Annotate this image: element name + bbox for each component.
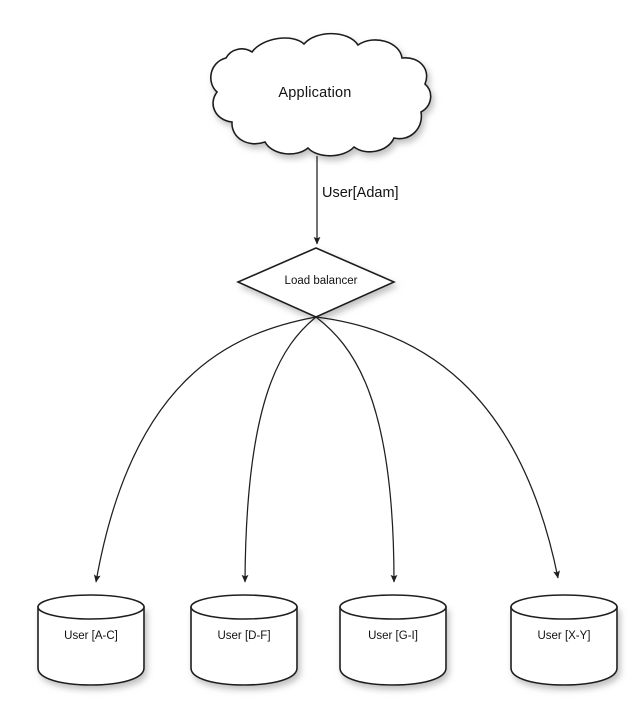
cloud-node-application[interactable] — [209, 32, 432, 157]
edge-balancer-to-db-2-path — [241, 316, 317, 583]
cylinder-label-db-2: User [D-F] — [217, 630, 271, 642]
edge-balancer-to-db-2 — [241, 316, 317, 583]
edge-balancer-to-db-4-path — [315, 316, 560, 579]
edge-balancer-to-db-1 — [93, 316, 317, 583]
cylinder-label-db-1: User [A-C] — [64, 630, 118, 642]
cylinder-label-db-3: User [G-I] — [368, 630, 418, 642]
edge-balancer-to-db-3-path — [315, 316, 398, 583]
cylinder-node-db-4[interactable] — [510, 594, 618, 686]
edge-balancer-to-db-3 — [315, 316, 398, 583]
cylinder-node-db-1[interactable] — [37, 594, 145, 686]
edge-balancer-to-db-1-path — [93, 316, 317, 583]
cylinder-label-db-4: User [X-Y] — [537, 630, 591, 642]
cylinder-node-db-2[interactable] — [190, 594, 298, 686]
cylinder-node-db-3[interactable] — [339, 594, 447, 686]
edge-balancer-to-db-4 — [315, 316, 560, 579]
cloud-label-application: Application — [278, 85, 352, 101]
diamond-label-load-balancer: Load balancer — [284, 275, 358, 287]
edge-label-user-adam: User[Adam] — [322, 185, 399, 201]
